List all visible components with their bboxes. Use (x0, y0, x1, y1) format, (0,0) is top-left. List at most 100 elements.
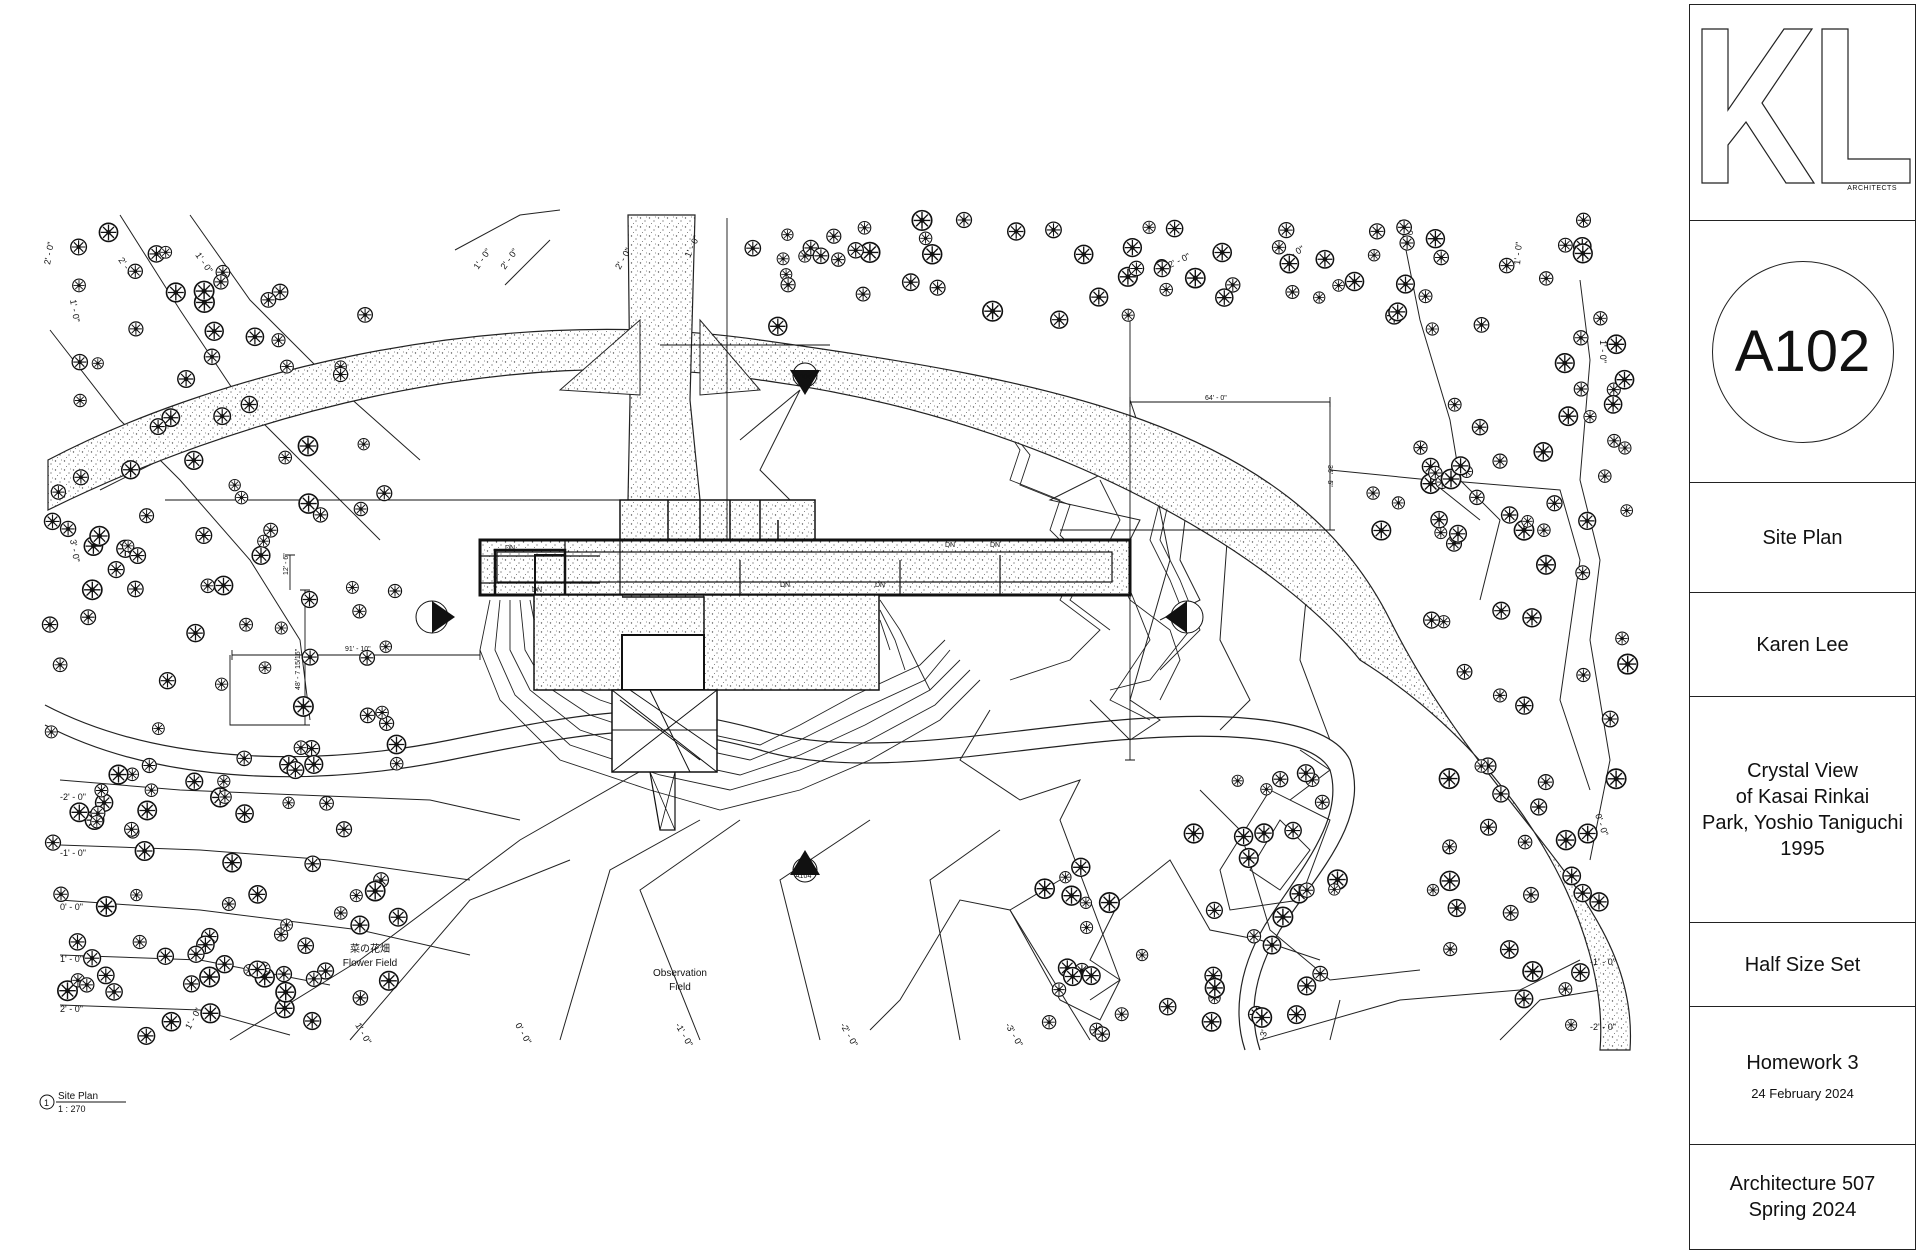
tree-symbol (105, 983, 123, 1001)
tree-symbol (1515, 696, 1534, 715)
tree-symbol (213, 274, 229, 290)
dimension-text: 64' - 0" (1205, 395, 1227, 402)
contour-label: -2' - 0" (838, 1021, 860, 1048)
tree-symbol (1499, 940, 1519, 959)
tree-symbol (1007, 222, 1026, 241)
contour-label: 1' - 0" (60, 954, 83, 964)
tree-symbol (352, 990, 369, 1006)
tree-symbol (1473, 316, 1490, 333)
tree-symbol (72, 469, 89, 486)
tree-symbol (918, 231, 933, 246)
contour-label: -1' - 0" (1590, 957, 1616, 967)
tree-symbol (1299, 882, 1315, 898)
tree-symbol (1051, 982, 1067, 997)
dn-label: DN (990, 542, 1000, 549)
tree-symbol (82, 949, 102, 968)
tree-symbol (156, 947, 175, 965)
set-cell: Half Size Set (1690, 923, 1915, 1007)
tree-symbol (1073, 244, 1094, 265)
assignment-date: 24 February 2024 (1751, 1086, 1854, 1101)
tree-symbol (1443, 942, 1458, 957)
tree-symbol (124, 821, 139, 837)
tree-symbol (1615, 631, 1630, 646)
tree-symbol (1418, 289, 1433, 304)
tree-symbol (215, 955, 234, 974)
dn-label: DN (505, 545, 515, 552)
tree-symbol (1605, 768, 1627, 790)
tree-symbol (831, 252, 846, 267)
tree-symbol (911, 209, 933, 231)
dn-label: DN (532, 587, 542, 594)
sheet-number: A102 (1711, 260, 1894, 443)
tree-symbol (1344, 271, 1365, 292)
dimension-lines (165, 218, 1335, 761)
tree-symbol (1231, 774, 1244, 787)
tree-symbol (41, 616, 59, 633)
elevation-marker-left (415, 600, 455, 634)
tree-symbol (1425, 228, 1446, 249)
tree-symbol (349, 889, 363, 903)
author-cell: Karen Lee (1690, 593, 1915, 697)
tree-symbol (90, 815, 104, 829)
tree-symbol (1041, 1014, 1057, 1030)
area-label-line: Flower Field (343, 958, 397, 969)
tree-symbol (134, 840, 155, 862)
site-plan-drawing: 91' - 10" 48' - 7 15/16" 64' - 0" 36' - … (39, 209, 1639, 1114)
tree-symbol (297, 937, 315, 955)
tree-symbol (857, 220, 872, 235)
tree-symbol (1554, 352, 1575, 374)
tree-symbol (1388, 302, 1408, 322)
tree-symbol (1456, 663, 1473, 680)
tree-symbol (305, 970, 323, 988)
section-marker-top: A104 (790, 362, 820, 395)
tree-symbol (1617, 653, 1639, 675)
tree-symbol (364, 880, 386, 902)
tree-symbol (1079, 896, 1093, 909)
tree-symbol (826, 228, 842, 244)
tree-symbol (921, 244, 943, 265)
area-label-flower-field: 菜の花畑 Flower Field (343, 942, 397, 969)
tree-symbol (235, 804, 254, 823)
tree-symbol (1557, 237, 1573, 253)
tree-symbol (240, 395, 259, 414)
tree-symbol (1607, 433, 1622, 448)
tree-symbol (239, 617, 254, 632)
tree-symbol (1233, 826, 1254, 847)
tree-symbol (353, 501, 369, 517)
tree-symbol (1434, 526, 1448, 540)
tree-symbol (1201, 1011, 1222, 1032)
contour-label: 0' - 0" (513, 1021, 533, 1046)
tree-symbol (359, 707, 376, 724)
tree-symbol (1159, 282, 1173, 297)
tree-symbol (280, 918, 293, 932)
tree-symbol (158, 672, 177, 690)
tree-symbol (130, 888, 143, 902)
tree-symbol (1498, 257, 1515, 274)
tree-symbol (1142, 220, 1156, 234)
tree-symbol (221, 897, 236, 911)
project-cell: Crystal View of Kasai Rinkai Park, Yoshi… (1690, 697, 1915, 923)
tree-symbol (1439, 870, 1461, 892)
tree-symbol (1089, 287, 1109, 307)
kl-logo (1701, 28, 1911, 184)
tree-symbol (780, 277, 796, 293)
contour-label: 2' - 0" (42, 241, 56, 265)
contour-label: -3' - 0" (1003, 1021, 1025, 1048)
tree-symbol (214, 677, 229, 691)
tree-symbol (43, 512, 62, 531)
area-label-line: Observation (653, 968, 707, 979)
tree-symbol (1537, 523, 1551, 537)
tree-symbol (50, 484, 67, 500)
tree-symbol (1205, 901, 1223, 919)
tree-symbol (71, 353, 89, 371)
dimension-text: 36' - 5" (1326, 465, 1333, 487)
tree-symbol (297, 435, 319, 457)
tree-symbol (1184, 267, 1206, 289)
view-scale: 1 : 270 (58, 1104, 86, 1114)
tree-symbol (127, 580, 144, 598)
tree-symbol (1135, 948, 1149, 962)
tree-symbol (204, 321, 224, 342)
tree-symbol (1212, 242, 1233, 263)
tree-symbol (98, 222, 119, 243)
elevation-marker-right (1165, 600, 1204, 634)
